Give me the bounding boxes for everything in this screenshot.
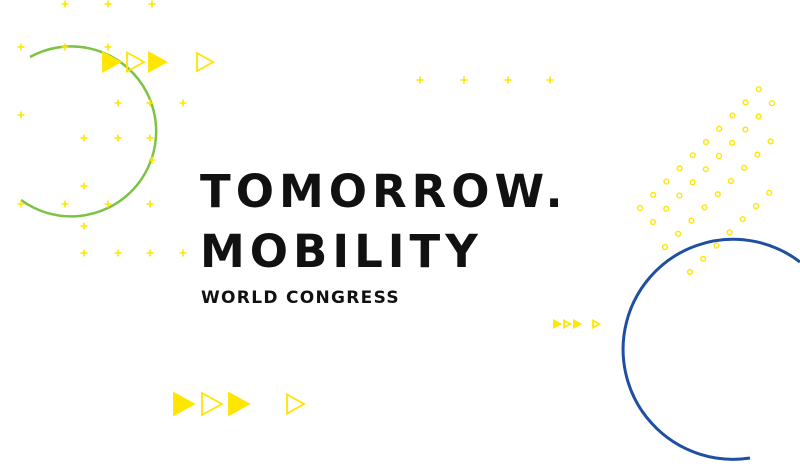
- plus-sign-icon: [148, 156, 156, 164]
- plus-sign-icon: [80, 222, 88, 230]
- dot-ring-icon: [702, 138, 710, 146]
- dot-ring-icon: [742, 99, 749, 106]
- play-arrow-icon: [592, 318, 602, 330]
- dot-ring-icon: [661, 243, 669, 251]
- dot-ring-icon: [729, 112, 736, 119]
- plus-sign-icon: [460, 76, 468, 84]
- plus-sign-icon: [17, 200, 25, 208]
- dot-ring-icon: [702, 166, 709, 173]
- plus-sign-icon: [80, 134, 88, 142]
- plus-sign-icon: [17, 111, 25, 119]
- plus-sign-icon: [17, 43, 25, 51]
- event-subtitle: WORLD CONGRESS: [201, 288, 400, 308]
- title-line-1: TOMORROW.: [200, 165, 568, 218]
- dot-ring-icon: [726, 229, 733, 236]
- play-arrow-icon: [228, 391, 251, 417]
- plus-sign-icon: [146, 249, 154, 257]
- arrow-row: [102, 50, 602, 417]
- plus-sign-icon: [61, 0, 69, 8]
- dot-ring-icon: [716, 125, 723, 132]
- dot-ring-icon: [663, 178, 670, 185]
- plus-sign-icon: [148, 0, 156, 8]
- plus-sign-icon: [80, 249, 88, 257]
- play-arrow-icon: [126, 50, 146, 74]
- dot-ring-icon: [727, 177, 735, 185]
- event-title: TOMORROW. MOBILITY: [200, 162, 568, 282]
- plus-sign-icon: [114, 134, 122, 142]
- dot-ring-icon: [663, 205, 670, 212]
- dot-ring-icon: [739, 216, 746, 223]
- plus-sign-icon: [114, 249, 122, 257]
- title-line-2: MOBILITY: [200, 225, 483, 278]
- play-arrow-icon: [563, 318, 573, 330]
- play-arrow-icon: [196, 51, 216, 73]
- dot-ring-icon: [686, 268, 694, 276]
- plus-sign-icon: [179, 249, 187, 257]
- plus-sign-pattern: [17, 0, 554, 257]
- dot-ring-icon: [742, 126, 749, 133]
- dot-ring-icon: [729, 139, 736, 146]
- dot-ring-icon: [636, 204, 644, 212]
- green-circle-arc: [20, 45, 158, 218]
- dot-ring-icon: [755, 113, 762, 120]
- dot-ring-icon: [676, 165, 683, 172]
- dot-ring-icon: [675, 230, 682, 237]
- plus-sign-icon: [104, 200, 112, 208]
- dot-ring-icon: [714, 191, 721, 198]
- plus-sign-icon: [146, 200, 154, 208]
- dot-ring-icon: [767, 138, 774, 145]
- plus-sign-icon: [179, 99, 187, 107]
- play-arrow-icon: [148, 50, 168, 74]
- dot-ring-icon: [766, 189, 773, 196]
- play-arrow-icon: [553, 318, 563, 330]
- plus-sign-icon: [146, 134, 154, 142]
- dot-ring-icon: [741, 164, 748, 171]
- dot-ring-icon: [715, 152, 723, 160]
- plus-sign-icon: [504, 76, 512, 84]
- dot-ring-icon: [701, 204, 708, 211]
- plus-sign-icon: [546, 76, 554, 84]
- dot-ring-icon: [688, 217, 695, 224]
- dot-ring-icon: [650, 191, 657, 198]
- play-arrow-icon: [286, 392, 306, 416]
- plus-sign-icon: [61, 200, 69, 208]
- dot-ring-icon: [700, 255, 707, 262]
- play-arrow-icon: [573, 318, 583, 330]
- dot-grid-pattern: [636, 86, 775, 276]
- plus-sign-icon: [104, 0, 112, 8]
- plus-sign-icon: [104, 43, 112, 51]
- dot-ring-icon: [752, 202, 760, 210]
- dot-ring-icon: [676, 192, 683, 199]
- dot-ring-icon: [754, 151, 761, 158]
- play-arrow-icon: [173, 391, 196, 417]
- plus-sign-icon: [416, 76, 424, 84]
- dot-ring-icon: [713, 242, 720, 249]
- dot-ring-icon: [768, 100, 775, 107]
- blue-circle-arc: [621, 237, 800, 461]
- dot-ring-icon: [689, 179, 696, 186]
- dot-ring-icon: [755, 86, 762, 93]
- plus-sign-icon: [80, 182, 88, 190]
- plus-sign-icon: [114, 99, 122, 107]
- plus-sign-icon: [146, 99, 154, 107]
- play-arrow-icon: [201, 391, 224, 417]
- dot-ring-icon: [689, 152, 696, 159]
- dot-ring-icon: [649, 218, 657, 226]
- play-arrow-icon: [102, 50, 122, 74]
- plus-sign-icon: [61, 43, 69, 51]
